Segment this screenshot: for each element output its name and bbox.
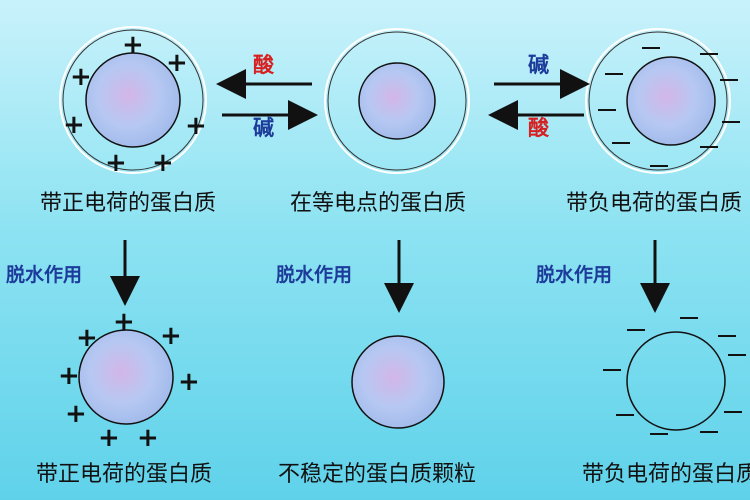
hydration-shell-inner-ring <box>327 31 467 171</box>
plus-charge-icon: + <box>65 399 87 429</box>
hydration-shell-ring <box>59 26 207 174</box>
left-reaction-arrows <box>216 69 318 130</box>
hydration-shell-inner-ring <box>62 29 204 171</box>
label-positive-protein-bottom: 带正电荷的蛋白质 <box>36 462 213 487</box>
plus-charge-icon: + <box>137 423 159 453</box>
bottom-left-protein-group: + + + + + + + + <box>58 307 200 453</box>
plus-charge-icon: + <box>63 110 85 140</box>
protein-particle <box>358 62 436 140</box>
label-negative-protein-top: 带负电荷的蛋白质 <box>566 191 743 216</box>
acid-label-top-left: 酸 <box>253 53 274 77</box>
base-label-top-right: 碱 <box>528 53 549 77</box>
plus-charge-icon: + <box>70 62 92 92</box>
protein-particle <box>626 56 716 146</box>
protein-particle <box>78 329 174 425</box>
plus-charge-icon: + <box>122 30 144 60</box>
hydration-shell-inner-ring <box>588 31 728 171</box>
plus-charge-icon: + <box>105 148 127 178</box>
plus-charge-icon: + <box>76 323 98 353</box>
top-right-protein-group <box>585 28 740 174</box>
top-center-protein-group <box>324 28 470 174</box>
label-dehydration-left: 脱水作用 <box>6 264 83 286</box>
hydration-shell-ring <box>324 28 470 174</box>
plus-charge-icon: + <box>113 307 135 337</box>
label-positive-protein-top: 带正电荷的蛋白质 <box>40 191 217 216</box>
hydration-shell-ring <box>585 28 731 174</box>
label-dehydration-right: 脱水作用 <box>536 264 613 286</box>
unstable-protein-particle <box>351 335 445 429</box>
base-label-bottom-left: 碱 <box>253 116 274 140</box>
bottom-right-protein-group <box>603 317 746 435</box>
plus-charge-icon: + <box>160 321 182 351</box>
acid-label-bottom-right: 酸 <box>528 116 549 140</box>
top-left-protein-group: + + + + + + + <box>59 26 207 178</box>
label-unstable-particle: 不稳定的蛋白质颗粒 <box>278 462 477 487</box>
plus-charge-icon: + <box>166 48 188 78</box>
plus-charge-icon: + <box>185 111 207 141</box>
plus-charge-icon: + <box>58 361 80 391</box>
protein-particle-outline <box>626 331 726 431</box>
protein-particle <box>85 52 181 148</box>
label-dehydration-center: 脱水作用 <box>276 264 353 286</box>
label-negative-protein-bottom: 带负电荷的蛋白质 <box>582 462 750 487</box>
plus-charge-icon: + <box>152 148 174 178</box>
right-reaction-arrows <box>488 69 590 130</box>
plus-charge-icon: + <box>98 423 120 453</box>
plus-charge-icon: + <box>178 367 200 397</box>
label-isoelectric-protein: 在等电点的蛋白质 <box>290 191 467 216</box>
